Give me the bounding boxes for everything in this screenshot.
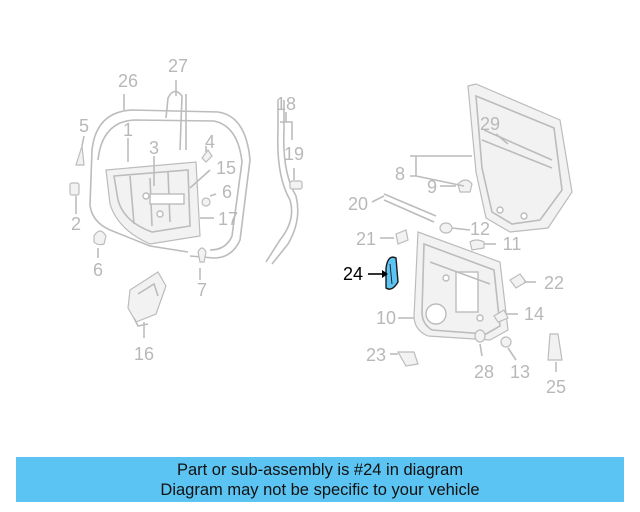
callout-22: 22: [544, 273, 564, 293]
callout-9: 9: [427, 177, 437, 197]
callout-27: 26: [118, 71, 138, 91]
grommet-part: [201, 197, 211, 207]
callout-15: 15: [216, 158, 236, 178]
callout-3: 3: [149, 138, 159, 158]
callout-7: 7: [197, 280, 207, 300]
leader-lines: [75, 80, 557, 372]
callout-19: 19: [284, 144, 304, 164]
parts-diagram: 26 27 5 1 3 4 15 6 17 2 6 7 16 18 19 29 …: [69, 56, 573, 397]
callout-17: 17: [218, 209, 238, 229]
clip-part-14: [493, 309, 509, 323]
callout-12: 12: [470, 219, 490, 239]
corner-trim-part: [75, 145, 85, 166]
callout-25: 25: [546, 377, 566, 397]
rod-part: [383, 193, 437, 217]
drain-hose-part: [265, 100, 303, 265]
plug-part: [93, 230, 107, 246]
door-seal-assembly: [89, 90, 251, 259]
lower-bracket-part: [127, 271, 167, 327]
callout-5: 5: [79, 116, 89, 136]
callout-4: 4: [205, 132, 215, 152]
screw-part: [500, 336, 512, 348]
callout-10: 10: [376, 308, 396, 328]
callout-18: 18: [276, 94, 296, 114]
cap-part: [395, 229, 409, 245]
callout-labels: 26 27 5 1 3 4 15 6 17 2 6 7 16 18 19 29 …: [71, 56, 566, 397]
trim-part-25: [547, 333, 563, 361]
hook-part: [197, 247, 207, 263]
callout-28: 27: [168, 56, 188, 76]
callout-23: 23: [366, 345, 386, 365]
bolt-part: [439, 222, 453, 234]
info-banner: Part or sub-assembly is #24 in diagram D…: [16, 457, 624, 502]
callout-8: 8: [395, 164, 405, 184]
highlighted-part-24[interactable]: [385, 256, 399, 290]
callout-11: 11: [503, 234, 522, 254]
callout-20: 20: [348, 194, 368, 214]
callout-24[interactable]: 24: [343, 264, 363, 284]
callout-6: 6: [222, 182, 232, 202]
clip-part: [69, 182, 80, 196]
inner-door-panel: [413, 231, 509, 341]
banner-line-1: Part or sub-assembly is #24 in diagram: [176, 460, 464, 479]
nut-part: [469, 239, 485, 251]
callout-6b: 6: [93, 260, 103, 280]
callout-26: 28: [474, 362, 494, 382]
pin-part: [201, 148, 213, 163]
latch-part: [509, 273, 527, 289]
bracket-part-23: [396, 351, 419, 367]
callout-2: 2: [71, 214, 81, 234]
callout-13: 13: [510, 362, 530, 382]
plug-part-26: [474, 329, 486, 343]
callout-14: 14: [524, 304, 544, 324]
door-shell: [467, 83, 573, 233]
callout-29: 29: [480, 114, 500, 134]
callout-16: 16: [134, 344, 154, 364]
callout-21: 21: [356, 229, 376, 249]
stop-part: [457, 179, 473, 193]
banner-line-2: Diagram may not be specific to your vehi…: [160, 480, 480, 499]
callout-1: 1: [123, 120, 133, 140]
window-regulator-panel: [105, 161, 201, 245]
